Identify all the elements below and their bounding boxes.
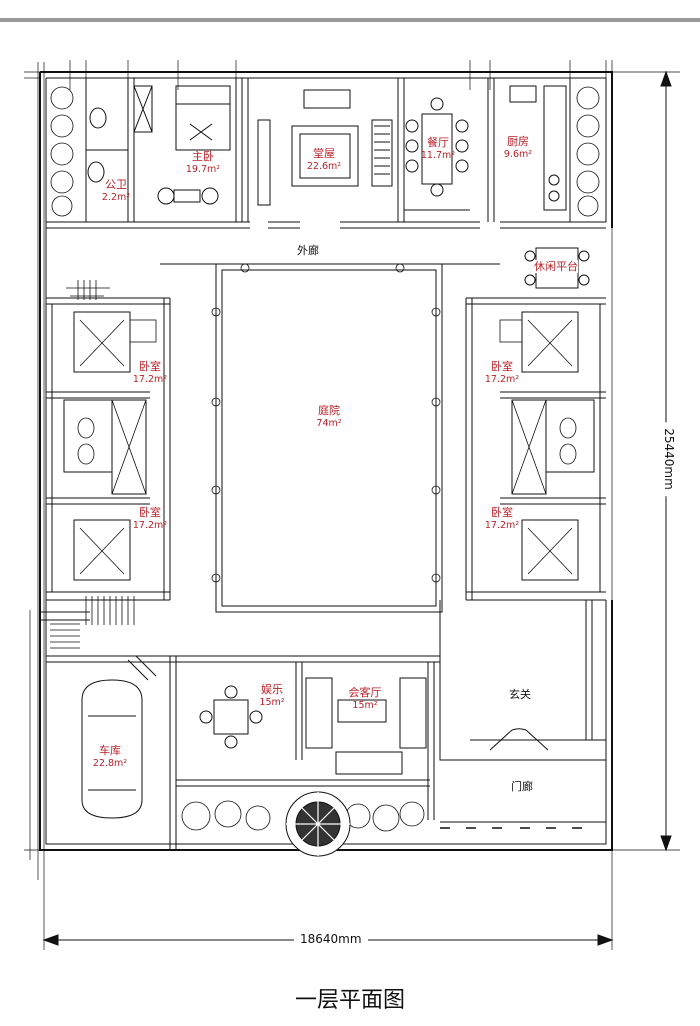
room-name: 娱乐 [261,683,283,696]
room-name: 餐厅 [427,136,449,149]
room-area: 17.2m² [132,374,168,385]
room-name: 卧室 [491,360,513,373]
room-garage: 车库 22.8m² [92,744,128,770]
room-reception: 会客厅 15m² [349,686,382,712]
room-name: 会客厅 [348,686,382,699]
room-veranda: 外廊 [297,244,319,257]
room-main-hall: 堂屋 22.6m² [307,147,341,173]
room-name: 卧室 [139,360,161,373]
room-name: 厨房 [506,135,529,148]
room-area: 19.7m² [185,164,221,175]
room-area: 2.2m² [101,192,131,203]
header-rule [0,18,700,22]
room-bathroom: 公卫 2.2m² [102,178,130,204]
room-name: 卧室 [491,506,513,519]
room-name: 车库 [99,744,121,757]
dimension-width: 18640mm [294,932,368,946]
shrubs [50,86,600,832]
room-area: 17.2m² [484,520,520,531]
room-bedroom-right-1: 卧室 17.2m² [485,360,519,386]
left-wing-walls [46,297,171,601]
room-name: 主卧 [192,150,214,163]
room-master-bedroom: 主卧 19.7m² [186,150,220,176]
room-area: 15m² [352,700,378,711]
bottom-wing-walls [40,600,606,850]
room-name: 休闲平台 [534,260,578,273]
room-kitchen: 厨房 9.6m² [504,135,532,161]
drawing-title: 一层平面图 [294,988,405,1013]
right-bedroom-beds [499,319,577,575]
room-leisure-platform: 休闲平台 [534,260,578,273]
room-area: 22.6m² [306,161,342,172]
room-name: 卧室 [139,506,161,519]
courtyard-columns [211,263,441,583]
room-area: 9.6m² [503,149,533,160]
room-area: 22.8m² [92,758,128,769]
room-bedroom-left-2: 卧室 17.2m² [133,506,167,532]
room-bedroom-right-2: 卧室 17.2m² [485,506,519,532]
master-bed [157,85,231,205]
dimension-height: 25440mm [661,422,676,496]
room-bedroom-left-1: 卧室 17.2m² [133,360,167,386]
room-name: 堂屋 [313,147,335,160]
entertainment-table [199,685,263,749]
bathroom-fixtures [87,85,153,183]
room-name: 玄关 [509,688,531,701]
room-porch: 门廊 [511,780,533,793]
room-area: 15m² [259,697,285,708]
room-area: 74m² [316,418,342,429]
room-name: 外廊 [297,244,319,257]
room-foyer: 玄关 [509,688,531,701]
room-entertainment: 娱乐 15m² [259,683,284,709]
room-courtyard: 庭院 74m² [316,404,341,430]
room-area: 17.2m² [132,520,168,531]
hall-table [291,89,393,187]
right-wing-walls [465,297,606,601]
room-name: 庭院 [318,404,340,417]
courtyard-walls [160,263,500,613]
garage-car [81,655,157,819]
room-name: 公卫 [104,178,127,191]
dining-table [405,97,469,197]
room-area: 11.7m² [420,150,456,161]
top-wing-walls [46,78,606,229]
entrance-door [489,728,549,751]
kitchen-counter [509,85,567,211]
tree [285,791,351,857]
left-bedroom-beds [77,319,157,575]
room-name: 门廊 [511,780,533,793]
room-area: 17.2m² [484,374,520,385]
room-dining: 餐厅 11.7m² [421,136,455,162]
stairs [50,280,135,649]
